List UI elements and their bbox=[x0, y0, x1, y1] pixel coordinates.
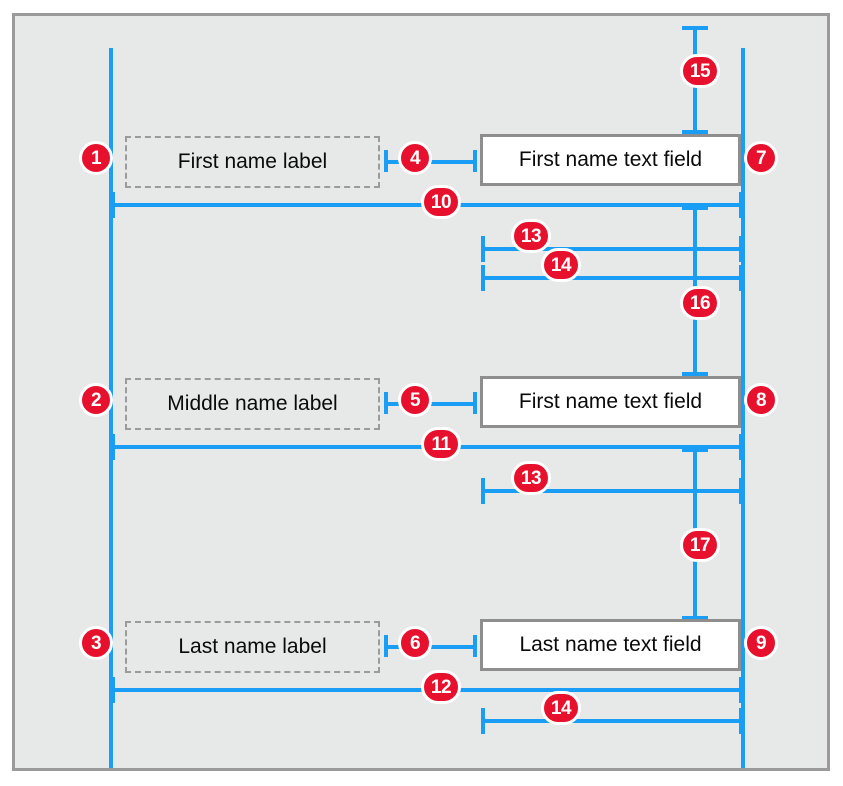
badge-1[interactable]: 1 bbox=[79, 141, 113, 175]
badge-9[interactable]: 9 bbox=[744, 626, 778, 660]
badge-8[interactable]: 8 bbox=[744, 383, 778, 417]
gap-6-cap-right bbox=[473, 635, 477, 657]
badge-4[interactable]: 4 bbox=[398, 141, 432, 175]
gap-6-cap-left bbox=[384, 635, 388, 657]
first-name-field[interactable]: First name text field bbox=[480, 134, 741, 186]
trailing-margin-guide bbox=[741, 48, 745, 768]
badge-14-last[interactable]: 14 bbox=[541, 691, 581, 725]
badge-7[interactable]: 7 bbox=[744, 141, 778, 175]
badge-14-first[interactable]: 14 bbox=[541, 248, 581, 282]
constraint-14b-field-width bbox=[481, 708, 743, 734]
last-name-label: Last name label bbox=[125, 621, 380, 673]
badge-5[interactable]: 5 bbox=[398, 383, 432, 417]
last-name-field[interactable]: Last name text field bbox=[480, 619, 741, 671]
constraint-13b-field-width bbox=[481, 478, 743, 504]
first-name-label: First name label bbox=[125, 136, 380, 188]
gap-4-cap-left bbox=[384, 150, 388, 172]
badge-13-middle[interactable]: 13 bbox=[511, 461, 551, 495]
badge-16[interactable]: 16 bbox=[680, 286, 720, 320]
badge-11[interactable]: 11 bbox=[421, 427, 461, 461]
badge-13-first[interactable]: 13 bbox=[511, 219, 551, 253]
constraint-13-field-width-a bbox=[481, 236, 743, 262]
badge-17[interactable]: 17 bbox=[680, 528, 720, 562]
middle-name-field[interactable]: First name text field bbox=[480, 376, 741, 428]
badge-2[interactable]: 2 bbox=[79, 383, 113, 417]
badge-15[interactable]: 15 bbox=[680, 54, 720, 88]
badge-12[interactable]: 12 bbox=[421, 670, 461, 704]
gap-5-cap-right bbox=[473, 392, 477, 414]
gap-4-cap-right bbox=[473, 150, 477, 172]
constraint-14-field-width-b bbox=[481, 265, 743, 291]
gap-5-cap-left bbox=[384, 392, 388, 414]
middle-name-label: Middle name label bbox=[125, 378, 380, 430]
badge-3[interactable]: 3 bbox=[79, 626, 113, 660]
badge-6[interactable]: 6 bbox=[398, 626, 432, 660]
badge-10[interactable]: 10 bbox=[421, 185, 461, 219]
